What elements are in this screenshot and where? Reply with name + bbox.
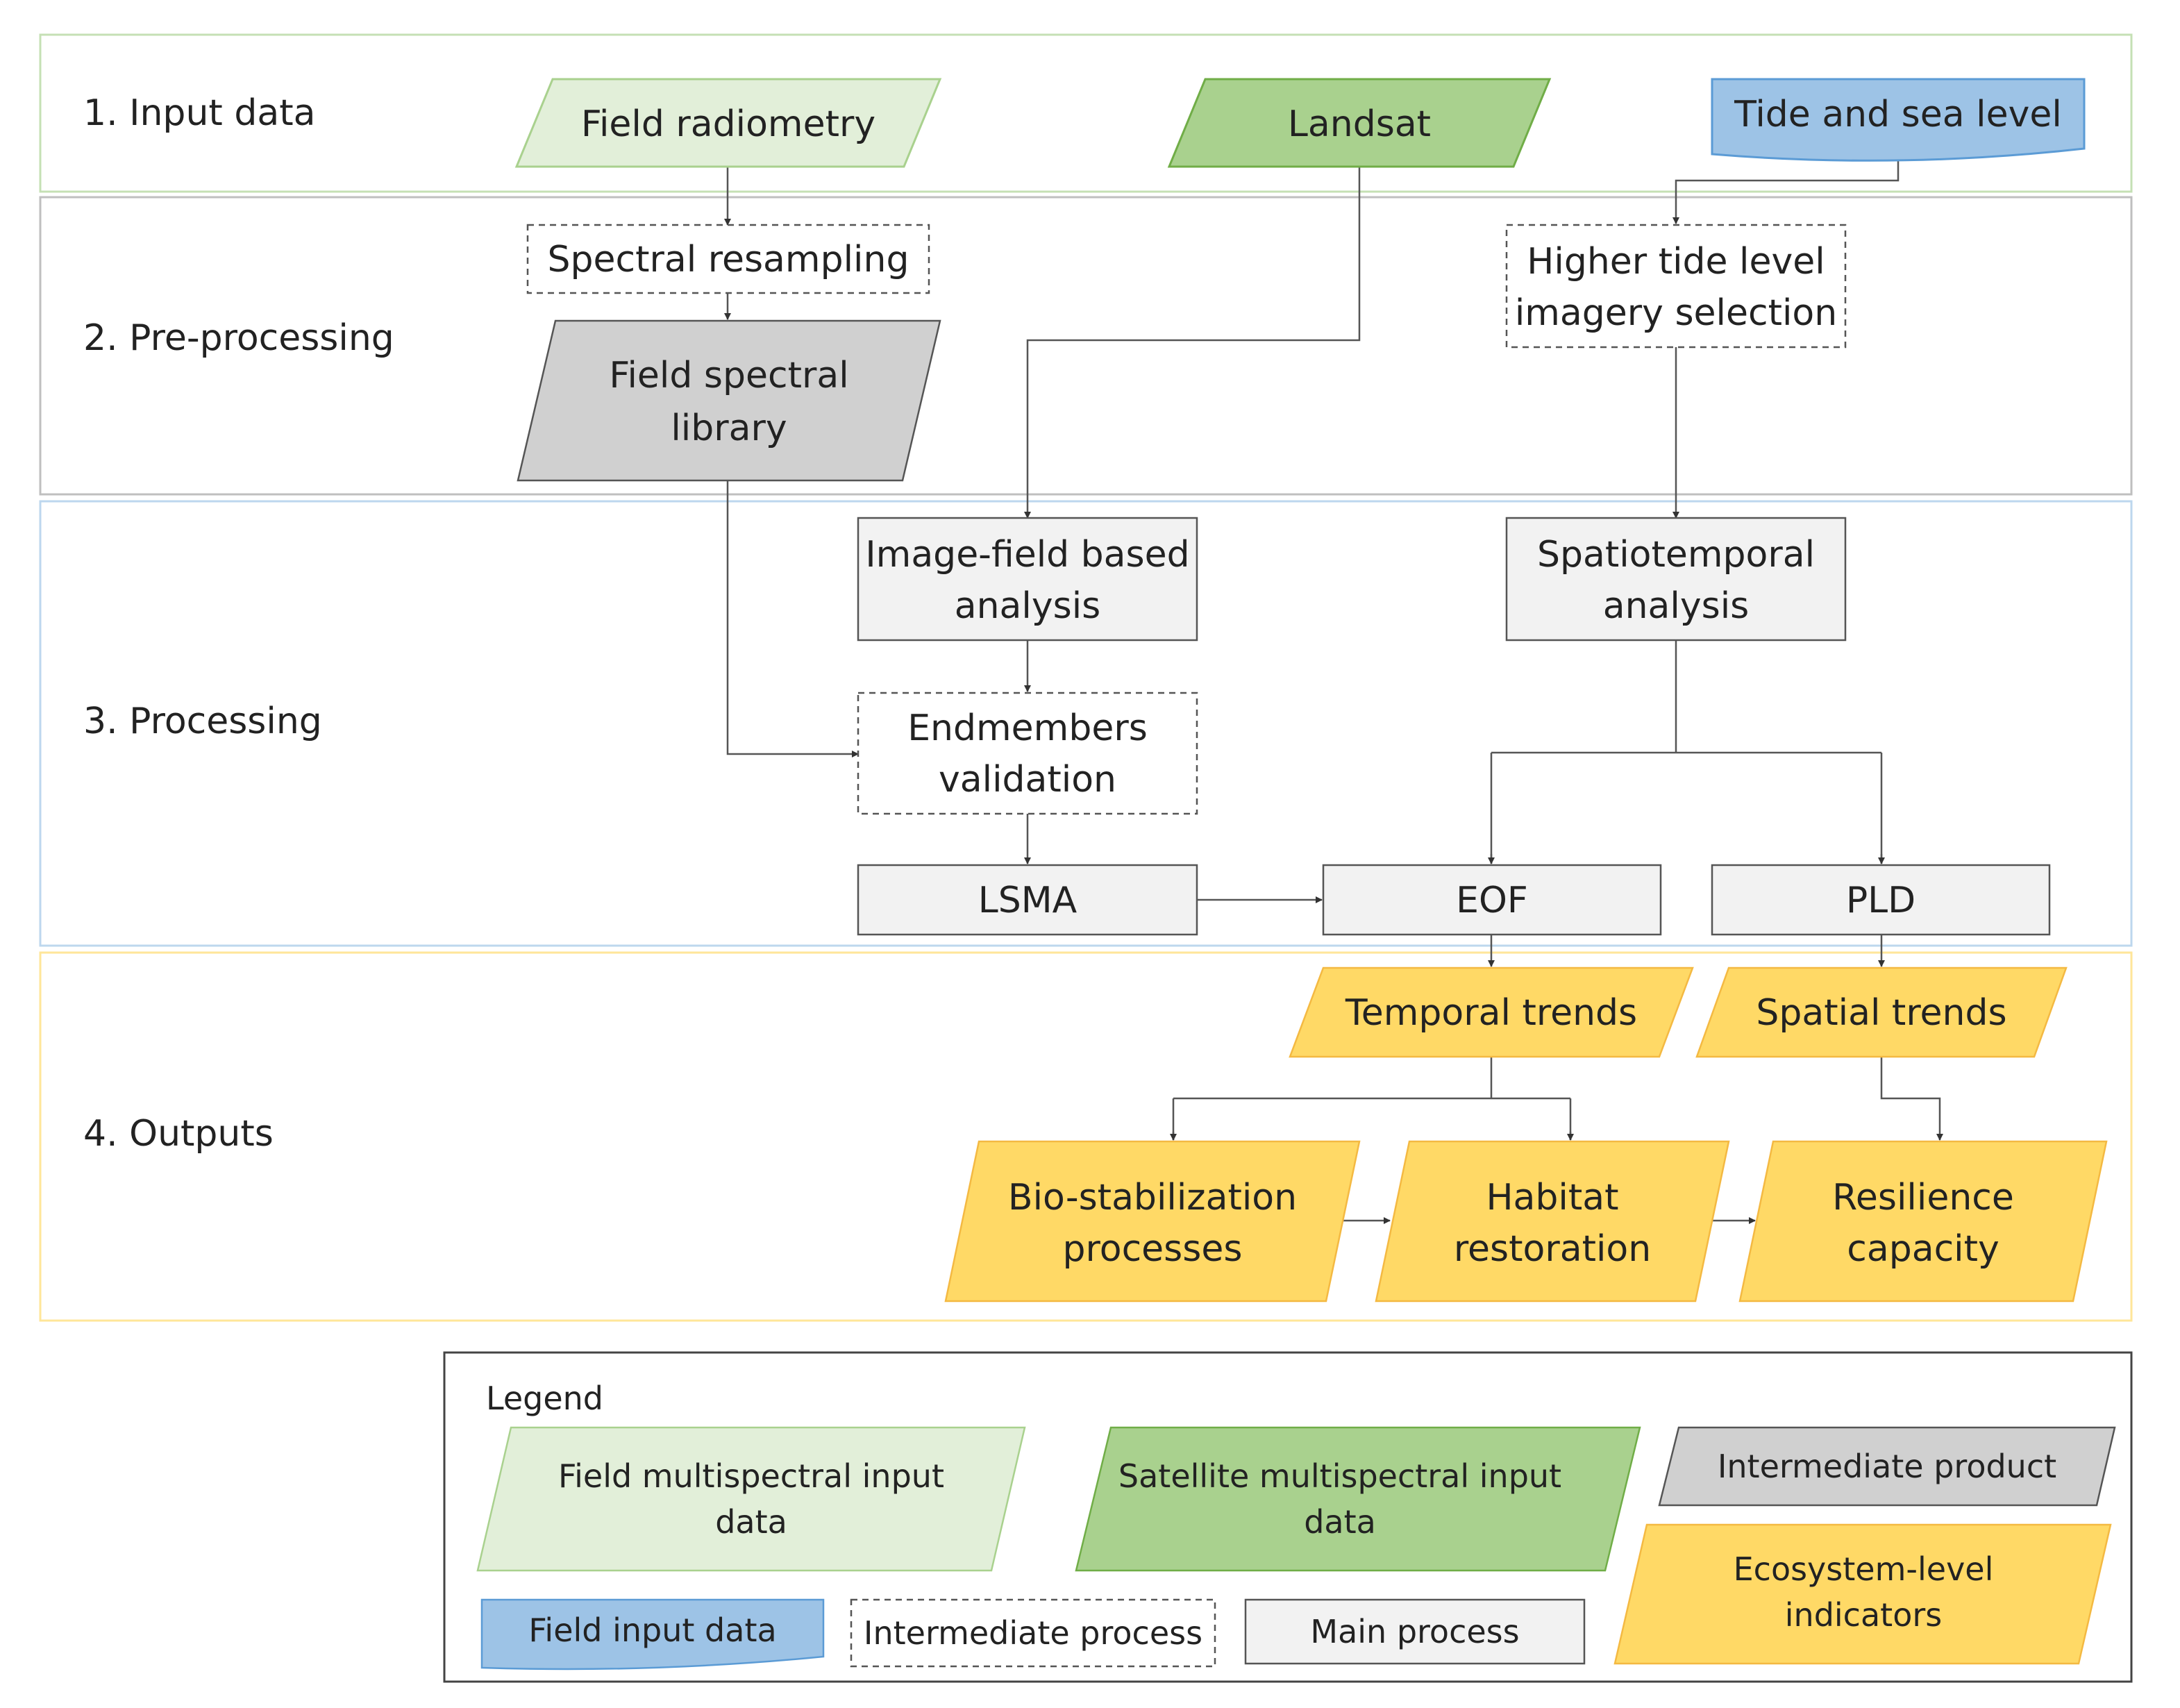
field-spectral-library-node: [517, 319, 941, 482]
legend-ecosystem-indicators-swatch: [1613, 1523, 2112, 1665]
stage-panel-preprocessing: [39, 196, 2133, 496]
legend-title: Legend: [486, 1380, 603, 1417]
legend-main-process-swatch: [1244, 1598, 1586, 1665]
endmembers-validation-node: [857, 692, 1198, 815]
legend-satellite-multispectral-label-1: Satellite multispectral input: [1118, 1457, 1561, 1495]
tide-sea-level-node: [1711, 78, 2086, 162]
landsat-node: [1167, 78, 1552, 168]
legend: Legend Field multispectral input data Sa…: [443, 1351, 2133, 1683]
legend-field-multispectral-swatch: [476, 1426, 1026, 1572]
resilience-capacity-label-1: Resilience: [1832, 1177, 2014, 1219]
spatiotemporal-analysis-node: [1505, 517, 1847, 642]
habitat-restoration-node: [1375, 1140, 1730, 1303]
legend-ecosystem-indicators-label-1: Ecosystem-level: [1734, 1550, 1994, 1588]
resilience-capacity-node: [1738, 1140, 2108, 1303]
legend-intermediate-process-swatch: [850, 1598, 1216, 1668]
legend-satellite-multispectral-label-2: data: [1304, 1503, 1376, 1541]
stage-label-input: 1. Input data: [83, 92, 315, 134]
stage-label-processing: 3. Processing: [83, 701, 322, 742]
endmembers-validation-label-2: validation: [939, 759, 1116, 801]
bio-stabilization-label-2: processes: [1063, 1228, 1243, 1270]
habitat-restoration-label-2: restoration: [1454, 1228, 1651, 1270]
stage-label-outputs: 4. Outputs: [83, 1113, 274, 1155]
spatiotemporal-analysis-label-1: Spatiotemporal: [1537, 534, 1815, 576]
legend-field-input-swatch: [480, 1598, 825, 1671]
endmembers-validation-label-1: Endmembers: [907, 708, 1148, 749]
legend-field-multispectral-label-2: data: [715, 1503, 787, 1541]
connectors: [724, 161, 1943, 1224]
field-radiometry-node: [514, 78, 942, 168]
spatiotemporal-analysis-label-2: analysis: [1603, 585, 1750, 627]
bio-stabilization-node: [944, 1140, 1361, 1303]
lsma-label: LSMA: [978, 880, 1078, 921]
field-spectral-library-label-2: library: [671, 408, 787, 449]
eof-label: EOF: [1456, 880, 1528, 921]
lsma-node: [857, 864, 1198, 936]
bio-stabilization-label-1: Bio-stabilization: [1008, 1177, 1297, 1219]
higher-tide-selection-node: [1505, 224, 1847, 349]
stage-panel-outputs: [39, 951, 2133, 1322]
eof-node: [1322, 864, 1662, 936]
legend-satellite-multispectral-swatch: [1075, 1426, 1641, 1572]
stage-panel-input: [39, 33, 2133, 193]
legend-intermediate-process-label: Intermediate process: [864, 1614, 1202, 1652]
temporal-trends-label: Temporal trends: [1345, 992, 1637, 1034]
image-field-analysis-label-2: analysis: [955, 585, 1101, 627]
image-field-analysis-node: [857, 517, 1198, 642]
legend-ecosystem-indicators-label-2: indicators: [1785, 1596, 1942, 1634]
legend-field-multispectral-label-1: Field multispectral input: [558, 1457, 944, 1495]
higher-tide-selection-label-2: imagery selection: [1515, 292, 1837, 334]
edge-spatiotemporal-to-eof-pld: [1490, 640, 1883, 864]
edge-temporal-to-outputs: [1172, 1057, 1572, 1140]
edge-spatial-to-outputs: [1880, 1057, 1943, 1141]
pld-node: [1711, 864, 2051, 936]
resilience-capacity-label-2: capacity: [1847, 1228, 1999, 1270]
field-radiometry-label: Field radiometry: [581, 103, 875, 145]
edge-landsat-to-image-field: [1024, 167, 1361, 519]
spatial-trends-label: Spatial trends: [1756, 992, 2006, 1034]
legend-intermediate-product-label: Intermediate product: [1718, 1448, 2056, 1485]
temporal-trends-node: [1289, 966, 1694, 1058]
higher-tide-selection-label-1: Higher tide level: [1527, 241, 1825, 283]
legend-intermediate-product-swatch: [1658, 1426, 2116, 1507]
field-spectral-library-label-1: Field spectral: [609, 355, 848, 396]
landsat-label: Landsat: [1288, 103, 1431, 145]
habitat-restoration-label-1: Habitat: [1486, 1177, 1618, 1219]
image-field-analysis-label-1: Image-field based: [865, 534, 1189, 576]
stage-label-preprocessing: 2. Pre-processing: [83, 317, 394, 359]
edge-library-to-endmembers: [726, 480, 859, 757]
pld-label: PLD: [1846, 880, 1915, 921]
legend-field-input-label: Field input data: [528, 1611, 776, 1649]
stage-panel-processing: [39, 500, 2133, 947]
spatial-trends-node: [1695, 966, 2068, 1058]
edge-tide-to-selection: [1672, 161, 1900, 224]
legend-main-process-label: Main process: [1310, 1613, 1519, 1650]
tide-sea-level-label: Tide and sea level: [1734, 94, 2062, 135]
spectral-resampling-node: [526, 224, 930, 294]
spectral-resampling-label: Spectral resampling: [548, 239, 909, 281]
